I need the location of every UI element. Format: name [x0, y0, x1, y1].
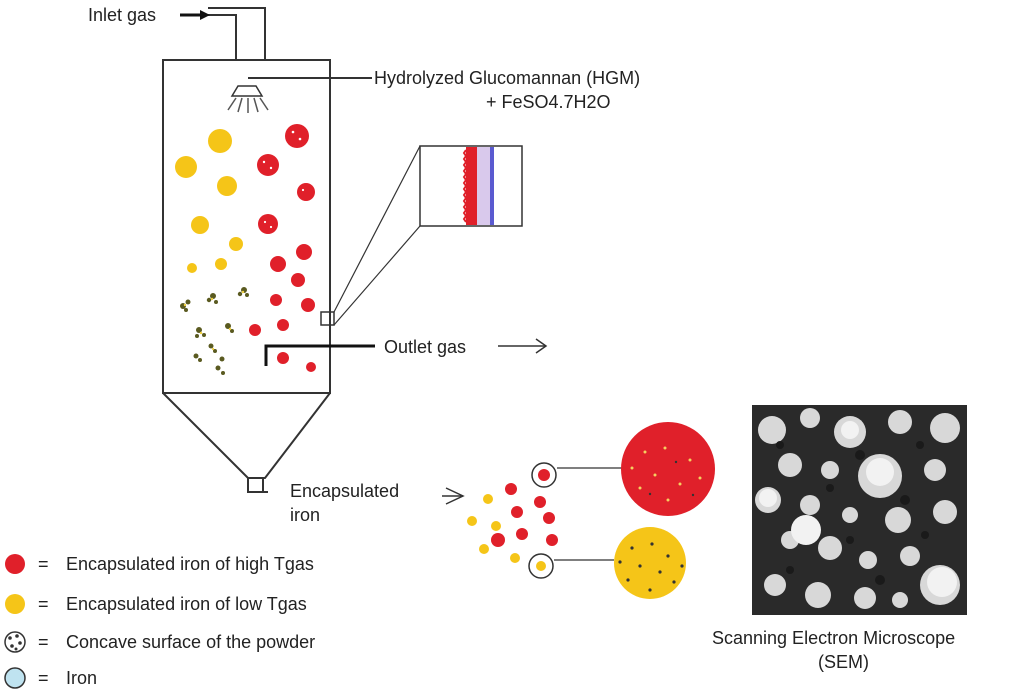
yellow-particle-icon: [5, 594, 25, 614]
concave-particles: [180, 287, 249, 375]
hgm-label-line2: + FeSO4.7H2O: [486, 92, 611, 112]
red-particle: [306, 362, 316, 372]
red-particle: [285, 124, 309, 148]
red-particle: [296, 244, 312, 260]
wall-layer-red: [466, 147, 477, 225]
yellow-particle: [229, 237, 243, 251]
sem-label-line1: Scanning Electron Microscope: [712, 628, 955, 648]
red-particle: [291, 273, 305, 287]
red-particle: [257, 154, 279, 176]
red-particle: [270, 294, 282, 306]
particle-specks: [262, 130, 305, 229]
outlet-pipe: [264, 338, 548, 366]
drying-chamber: [162, 59, 331, 493]
long-arrow-right-icon: [535, 338, 548, 354]
collected-particles: [467, 483, 558, 563]
legend-eq: =: [38, 594, 49, 614]
legend-text: Encapsulated iron of low Tgas: [66, 594, 307, 614]
legend-item-concave: = Concave surface of the powder: [4, 631, 315, 653]
legend-eq: =: [38, 668, 49, 688]
legend-item-low-tgas: = Encapsulated iron of low Tgas: [5, 594, 307, 614]
yellow-particle: [175, 156, 197, 178]
large-yellow-particle: [614, 527, 686, 599]
outlet-gas-label: Outlet gas: [384, 337, 466, 357]
legend-item-high-tgas: = Encapsulated iron of high Tgas: [5, 554, 314, 574]
wall-layer-lilac: [477, 147, 490, 225]
yellow-particle: [208, 129, 232, 153]
wall-layer-blue: [490, 147, 494, 225]
spray-nozzle-icon: [227, 77, 372, 113]
red-particle: [277, 352, 289, 364]
arrow-right-icon: [200, 10, 210, 20]
inlet-gas-label: Inlet gas: [88, 5, 156, 25]
legend-text: Concave surface of the powder: [66, 632, 315, 652]
iron-particle-icon: [4, 667, 26, 689]
red-particle: [249, 324, 261, 336]
wall-zoom: [320, 145, 523, 326]
legend-eq: =: [38, 554, 49, 574]
large-red-particle: [621, 422, 715, 516]
encapsulated-label-line2: iron: [290, 505, 320, 525]
yellow-particle: [215, 258, 227, 270]
red-particle: [258, 214, 278, 234]
sem-micrograph: [752, 405, 967, 615]
red-particle: [297, 183, 315, 201]
red-particle: [277, 319, 289, 331]
concave-particles-yellow-fill: [183, 290, 245, 351]
sem-label-line2: (SEM): [818, 652, 869, 672]
legend-text: Encapsulated iron of high Tgas: [66, 554, 314, 574]
magnified-low-tgas: [528, 527, 686, 599]
inlet-pipe: [180, 7, 266, 60]
legend-text: Iron: [66, 668, 97, 688]
red-particle: [270, 256, 286, 272]
red-particle: [301, 298, 315, 312]
yellow-particle: [191, 216, 209, 234]
hgm-label-line1: Hydrolyzed Glucomannan (HGM): [374, 68, 640, 88]
red-particles: [249, 124, 316, 372]
red-particle-icon: [5, 554, 25, 574]
magnified-high-tgas: [531, 422, 715, 516]
legend-item-iron: = Iron: [4, 667, 97, 689]
yellow-particle: [217, 176, 237, 196]
encapsulated-label-line1: Encapsulated: [290, 481, 399, 501]
legend: = Encapsulated iron of high Tgas = Encap…: [4, 554, 315, 689]
legend-eq: =: [38, 632, 49, 652]
yellow-particle: [187, 263, 197, 273]
yellow-particles: [175, 129, 243, 273]
